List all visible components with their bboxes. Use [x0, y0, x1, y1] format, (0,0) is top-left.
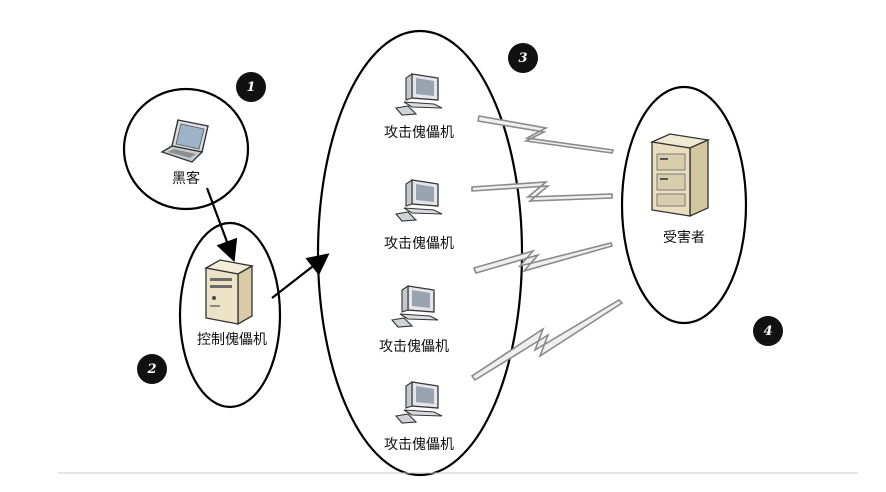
control-to-zombies-arrow — [271, 253, 330, 299]
step-badge-2: 2 — [137, 354, 167, 384]
attack-lightning-3 — [472, 242, 614, 274]
attack-lightning-2 — [471, 181, 613, 202]
control-zombie-label: 控制傀儡机 — [197, 332, 267, 348]
victim-group-ellipse — [620, 85, 748, 325]
attack-zombie-label: 攻击傀儡机 — [384, 236, 454, 252]
hacker-group-ellipse — [122, 87, 250, 211]
attack-zombie-label: 攻击傀儡机 — [384, 125, 454, 141]
zombie-group-ellipse — [316, 29, 524, 477]
step-badge-4: 4 — [753, 316, 783, 346]
step-badge-3: 3 — [508, 43, 538, 73]
desktop-computer-icon — [394, 178, 443, 222]
server-icon — [204, 259, 254, 326]
laptop-icon — [160, 119, 209, 163]
victim-label: 受害者 — [663, 230, 705, 246]
desktop-computer-icon — [394, 72, 443, 116]
server-cabinet-icon — [649, 133, 711, 218]
desktop-computer-icon — [390, 284, 439, 328]
step-badge-1: 1 — [236, 72, 266, 102]
hacker-label: 黑客 — [172, 171, 200, 187]
attack-zombie-label: 攻击傀儡机 — [384, 437, 454, 453]
control-group-ellipse — [178, 221, 282, 409]
hacker-to-control-arrow — [205, 187, 238, 263]
attack-lightning-4 — [470, 298, 624, 382]
attack-lightning-1 — [477, 115, 615, 154]
attack-zombie-label: 攻击傀儡机 — [379, 339, 449, 355]
desktop-computer-icon — [394, 380, 443, 424]
